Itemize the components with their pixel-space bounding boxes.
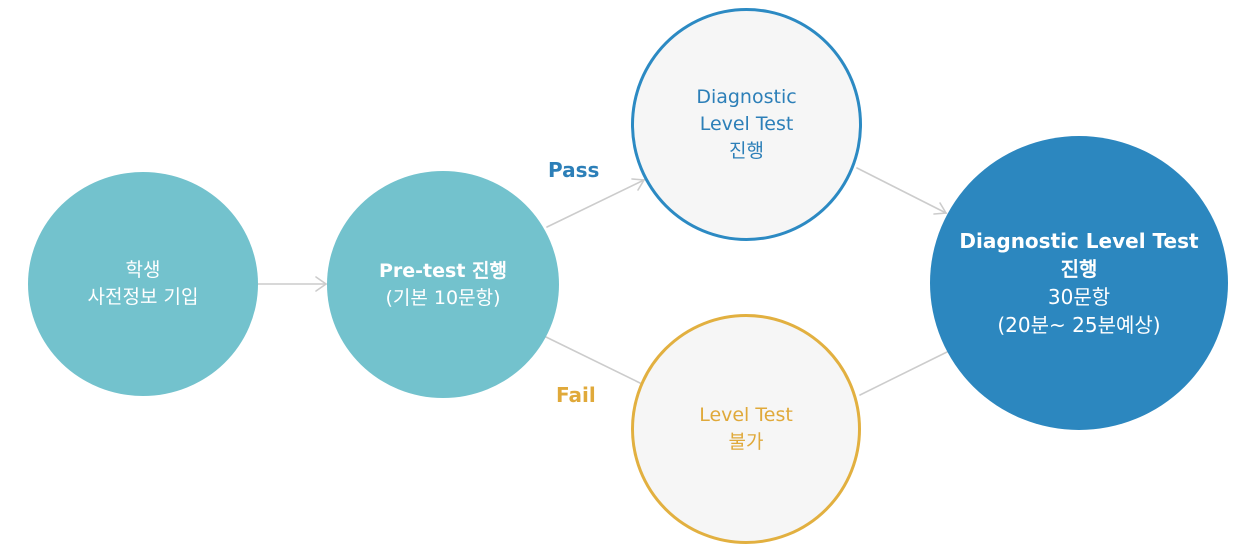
arrow-student-to-pretest [257, 276, 328, 292]
final-node-question-count: 30문항 [1047, 285, 1111, 309]
pretest-node-title: Pre-test 진행 [378, 259, 507, 282]
diagnostic-node-line-1: Diagnostic [696, 86, 797, 108]
final-diagnostic-test-node: Diagnostic Level Test 진행 30문항 (20분~ 25분예… [930, 136, 1228, 430]
diagnostic-node-line-3: 진행 [729, 140, 764, 162]
pass-label: Pass [548, 158, 600, 182]
fail-node-line-1: Level Test [699, 404, 793, 426]
fail-node-line-2: 불가 [728, 431, 764, 453]
line-fail-to-final [859, 350, 950, 396]
level-test-unavailable-node: Level Test 불가 [631, 314, 861, 544]
arrow-diagnostic-to-final [856, 167, 948, 215]
final-node-subtitle: 진행 [1060, 257, 1098, 281]
fail-label: Fail [556, 383, 596, 407]
final-node-title: Diagnostic Level Test [959, 229, 1199, 253]
diagnostic-level-test-node: Diagnostic Level Test 진행 [631, 8, 862, 241]
pretest-node: Pre-test 진행 (기본 10문항) [327, 171, 559, 398]
pretest-node-subtitle: (기본 10문항) [385, 286, 501, 309]
student-node-line-1: 학생 [125, 259, 161, 281]
diagnostic-node-line-2: Level Test [699, 113, 794, 135]
arrow-pretest-to-diagnostic [546, 178, 646, 228]
line-pretest-to-fail [545, 336, 641, 384]
final-node-duration: (20분~ 25분예상) [997, 313, 1161, 337]
student-node-line-2: 사전정보 기입 [87, 286, 199, 308]
student-info-node: 학생 사전정보 기입 [28, 172, 258, 396]
